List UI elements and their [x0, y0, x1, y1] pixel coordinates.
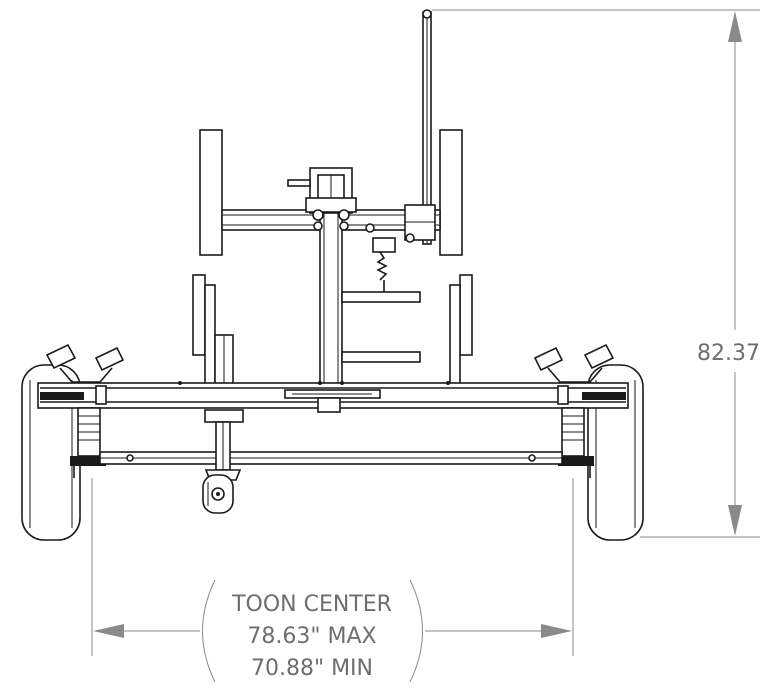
- upper-right-tire: [439, 129, 463, 256]
- left-suspension: [70, 407, 106, 478]
- right-upright: [449, 274, 473, 386]
- callout-paren-right: [409, 579, 423, 683]
- upper-left-tire: [199, 129, 223, 256]
- central-post: [319, 194, 343, 386]
- callout-line-3: 70.88" MIN: [251, 656, 373, 681]
- width-dimension: TOON CENTER 78.63" MAX 70.88" MIN: [91, 478, 574, 683]
- left-bunk-rollers: [45, 343, 125, 383]
- main-frame: [37, 381, 629, 413]
- width-arrow-right: [541, 624, 572, 638]
- right-bunk-rollers: [533, 343, 615, 383]
- axle: [99, 451, 563, 465]
- left-upright: [192, 274, 234, 386]
- height-arrow-bottom: [728, 505, 742, 536]
- support-rungs: [341, 291, 421, 363]
- callout-line-1: TOON CENTER: [231, 592, 392, 617]
- tongue-jack: [202, 409, 244, 514]
- width-arrow-left: [93, 624, 124, 638]
- callout-paren-left: [202, 579, 216, 683]
- height-dimension: 82.37: [432, 9, 760, 538]
- winch-assembly: [287, 167, 415, 243]
- callout-line-2: 78.63" MAX: [247, 624, 376, 649]
- height-dimension-label: 82.37: [697, 341, 760, 366]
- height-arrow-top: [728, 11, 742, 42]
- right-suspension: [558, 407, 594, 478]
